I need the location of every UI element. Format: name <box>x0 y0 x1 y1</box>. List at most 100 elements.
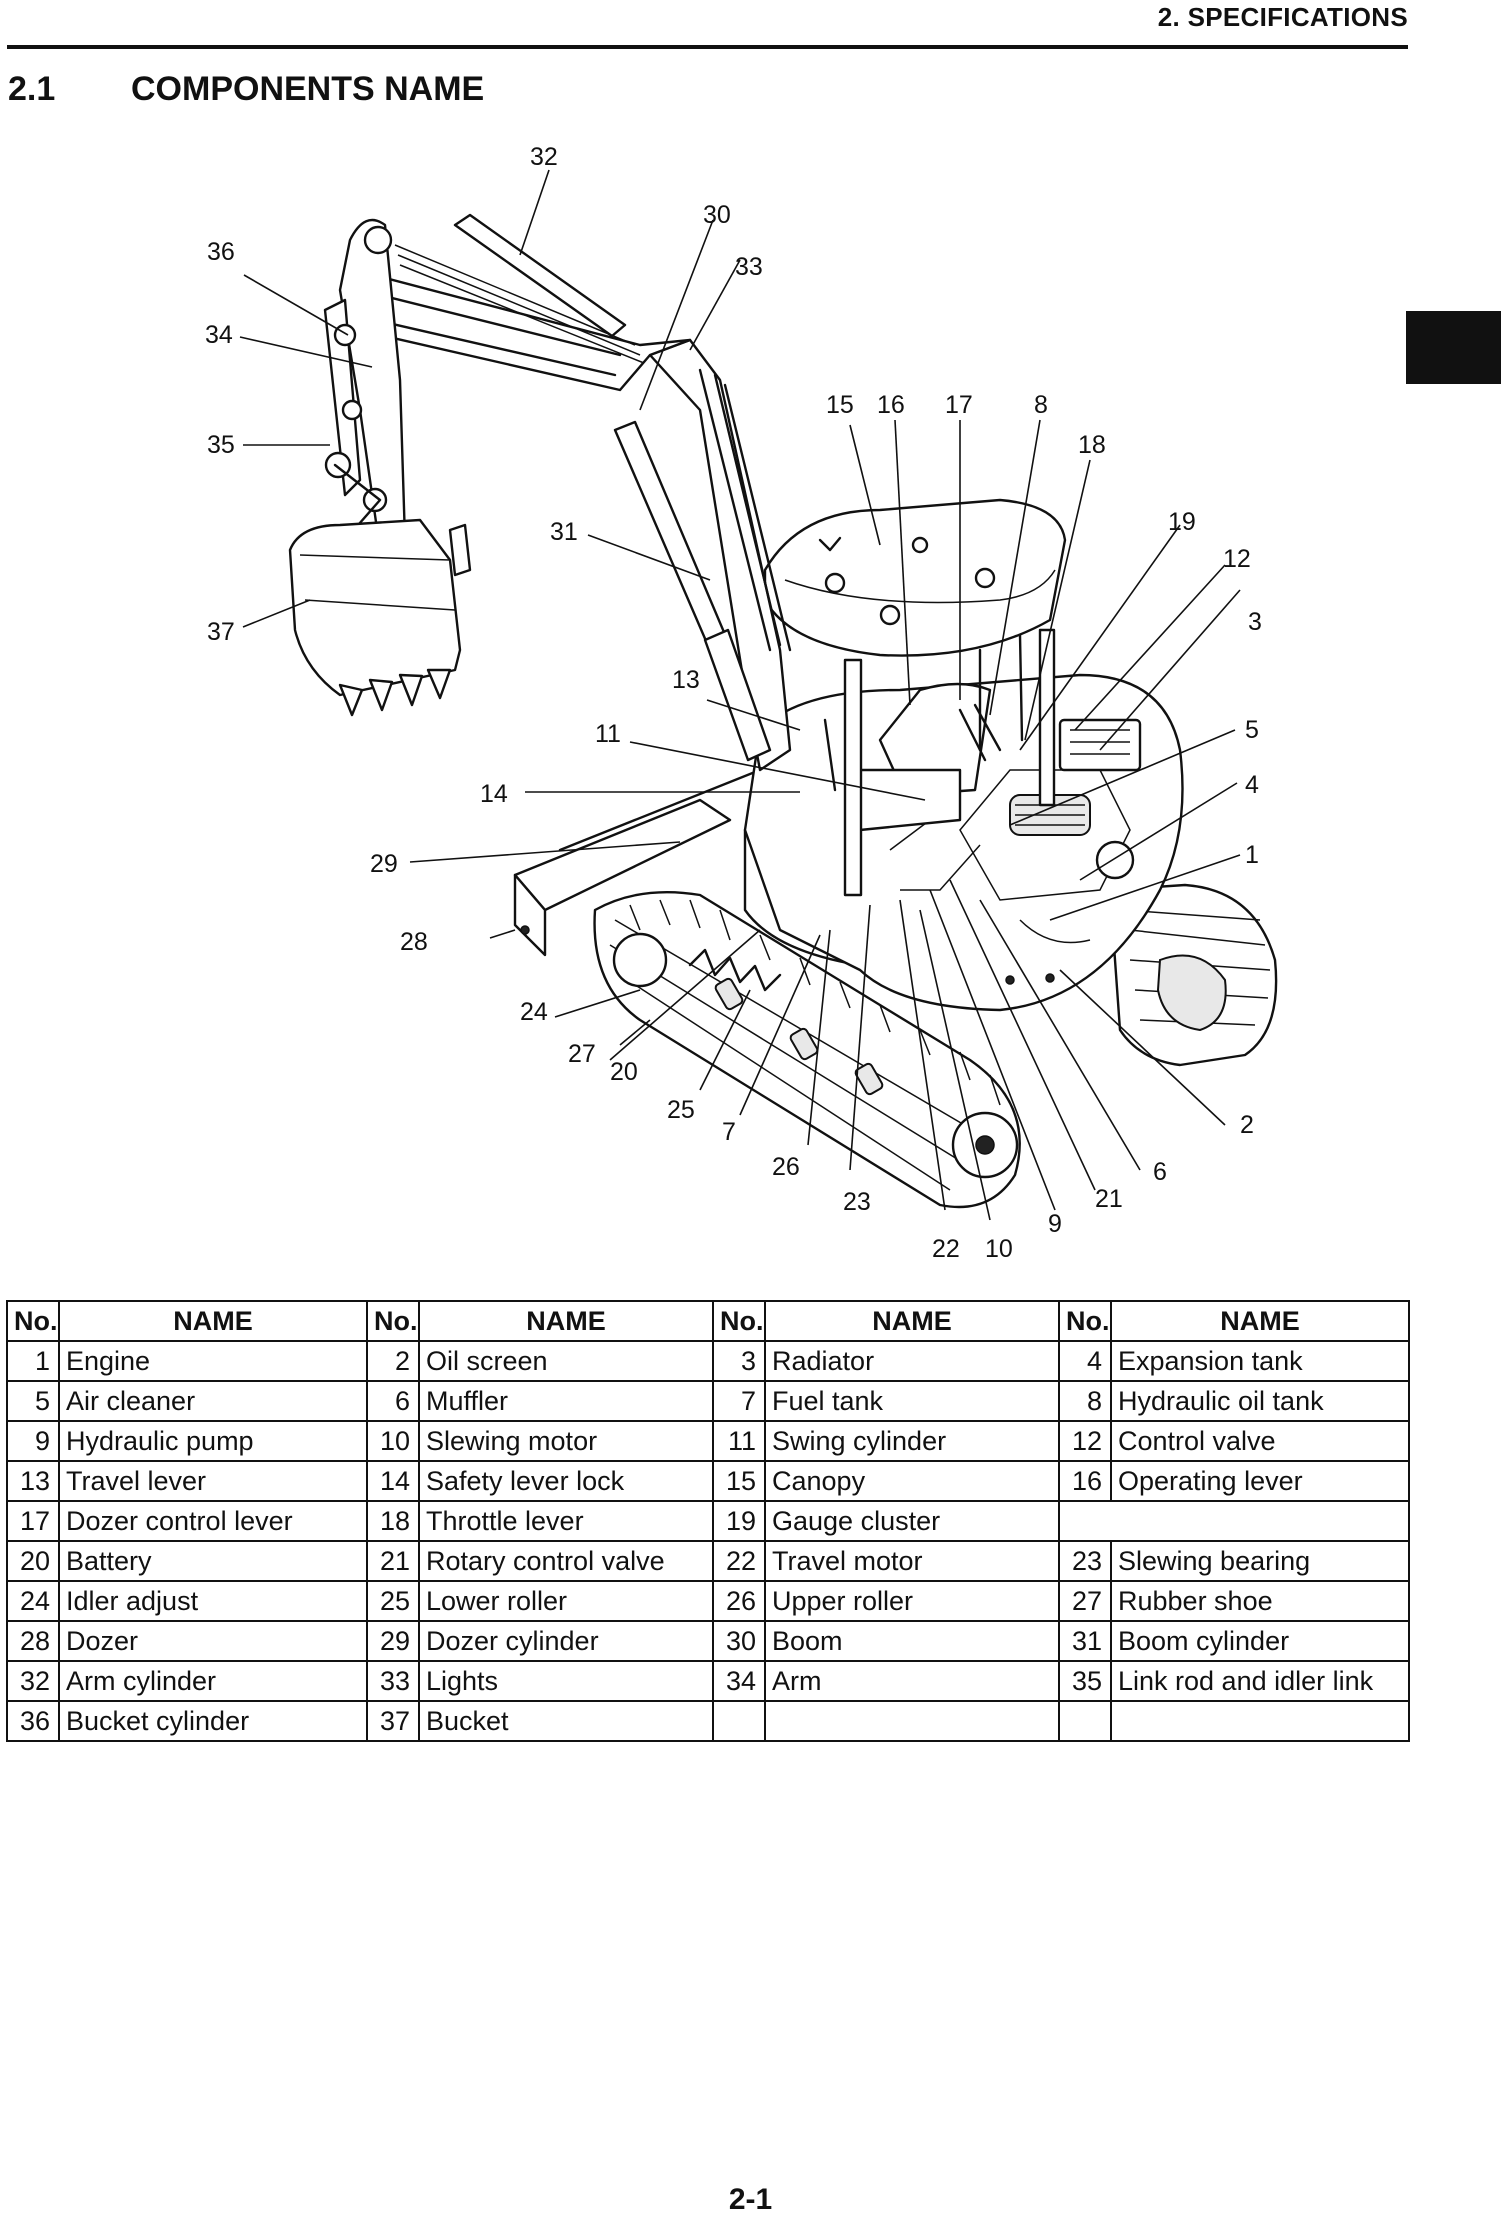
callout-13: 13 <box>672 666 700 694</box>
callout-29: 29 <box>370 850 398 878</box>
cell-name: Gauge cluster <box>764 1500 1060 1542</box>
callout-15: 15 <box>826 391 854 419</box>
chapter-title: 2. SPECIFICATIONS <box>1157 2 1408 32</box>
cell-no: 25 <box>366 1580 420 1622</box>
cell-name: Dozer cylinder <box>418 1620 714 1662</box>
empty-cell <box>712 1700 766 1742</box>
cell-name: Swing cylinder <box>764 1420 1060 1462</box>
callout-37: 37 <box>207 618 235 646</box>
cell-name: Arm cylinder <box>58 1660 368 1702</box>
cell-no: 10 <box>366 1420 420 1462</box>
cell-no: 33 <box>366 1660 420 1702</box>
cell-no: 27 <box>1058 1580 1112 1622</box>
section-title: COMPONENTS NAME <box>131 70 485 108</box>
cell-no: 34 <box>712 1660 766 1702</box>
callout-34: 34 <box>205 321 233 349</box>
header-no: No. <box>6 1300 60 1342</box>
callout-26: 26 <box>772 1153 800 1181</box>
cell-name: Upper roller <box>764 1580 1060 1622</box>
cell-no: 1 <box>6 1340 60 1382</box>
callout-4: 4 <box>1245 771 1259 799</box>
cell-no: 3 <box>712 1340 766 1382</box>
cell-name: Canopy <box>764 1460 1060 1502</box>
cell-name: Control valve <box>1110 1420 1410 1462</box>
callout-27: 27 <box>568 1040 596 1068</box>
cell-name: Dozer <box>58 1620 368 1662</box>
empty-cell <box>1110 1700 1410 1742</box>
callout-23: 23 <box>843 1188 871 1216</box>
callout-35: 35 <box>207 431 235 459</box>
callout-numbers: 1 2 3 4 5 6 7 8 9 10 11 12 13 14 15 16 1… <box>205 143 1262 1263</box>
callout-9: 9 <box>1048 1210 1062 1238</box>
callout-10: 10 <box>985 1235 1013 1263</box>
cell-name: Air cleaner <box>58 1380 368 1422</box>
cell-no: 6 <box>366 1380 420 1422</box>
cell-no: 28 <box>6 1620 60 1662</box>
callout-22: 22 <box>932 1235 960 1263</box>
cell-name: Arm <box>764 1660 1060 1702</box>
callout-32: 32 <box>530 143 558 171</box>
bucket <box>288 518 472 717</box>
cell-name: Rubber shoe <box>1110 1580 1410 1622</box>
excavator-illustration <box>288 213 1278 1209</box>
cell-no: 32 <box>6 1660 60 1702</box>
cell-no: 8 <box>1058 1380 1112 1422</box>
header-no: No. <box>366 1300 420 1342</box>
page-number: 2-1 <box>728 2183 773 2216</box>
cell-no: 5 <box>6 1380 60 1422</box>
cell-name: Slewing motor <box>418 1420 714 1462</box>
cell-no: 15 <box>712 1460 766 1502</box>
left-track <box>1108 883 1278 1067</box>
cell-name: Bucket cylinder <box>58 1700 368 1742</box>
cell-name: Lower roller <box>418 1580 714 1622</box>
callout-6: 6 <box>1153 1158 1167 1186</box>
cell-no: 17 <box>6 1500 60 1542</box>
cell-name: Lights <box>418 1660 714 1702</box>
cell-no: 16 <box>1058 1460 1112 1502</box>
cell-name: Expansion tank <box>1110 1340 1410 1382</box>
callout-5: 5 <box>1245 716 1259 744</box>
cell-name: Bucket <box>418 1700 714 1742</box>
cell-no: 31 <box>1058 1620 1112 1662</box>
callout-3: 3 <box>1248 608 1262 636</box>
cell-no: 18 <box>366 1500 420 1542</box>
callout-1: 1 <box>1245 841 1259 869</box>
header-name: NAME <box>58 1300 368 1342</box>
cell-name: Travel motor <box>764 1540 1060 1582</box>
cell-name: Operating lever <box>1110 1460 1410 1502</box>
empty-cell <box>1058 1700 1112 1742</box>
callout-31: 31 <box>550 518 578 546</box>
cell-no: 35 <box>1058 1660 1112 1702</box>
cell-name: Muffler <box>418 1380 714 1422</box>
callout-21: 21 <box>1095 1185 1123 1213</box>
cell-name: Engine <box>58 1340 368 1382</box>
callout-24: 24 <box>520 998 548 1026</box>
boom <box>343 213 792 772</box>
cell-name: Link rod and idler link <box>1110 1660 1410 1702</box>
cell-no: 30 <box>712 1620 766 1662</box>
chapter-tab-marker <box>1406 311 1501 384</box>
callout-19: 19 <box>1168 508 1196 536</box>
cell-no: 37 <box>366 1700 420 1742</box>
callout-33: 33 <box>735 253 763 281</box>
leader-lines <box>239 169 1241 1221</box>
table-header-row: No. NAME No. NAME No. NAME No. NAME <box>6 1300 1410 1342</box>
cell-name: Oil screen <box>418 1340 714 1382</box>
cell-no: 29 <box>366 1620 420 1662</box>
cell-no: 11 <box>712 1420 766 1462</box>
cell-name: Dozer control lever <box>58 1500 368 1542</box>
cell-name: Slewing bearing <box>1110 1540 1410 1582</box>
cell-name: Boom cylinder <box>1110 1620 1410 1662</box>
cell-name: Battery <box>58 1540 368 1582</box>
cell-no: 4 <box>1058 1340 1112 1382</box>
callout-25: 25 <box>667 1096 695 1124</box>
callout-12: 12 <box>1223 545 1251 573</box>
cell-no: 2 <box>366 1340 420 1382</box>
callout-28: 28 <box>400 928 428 956</box>
